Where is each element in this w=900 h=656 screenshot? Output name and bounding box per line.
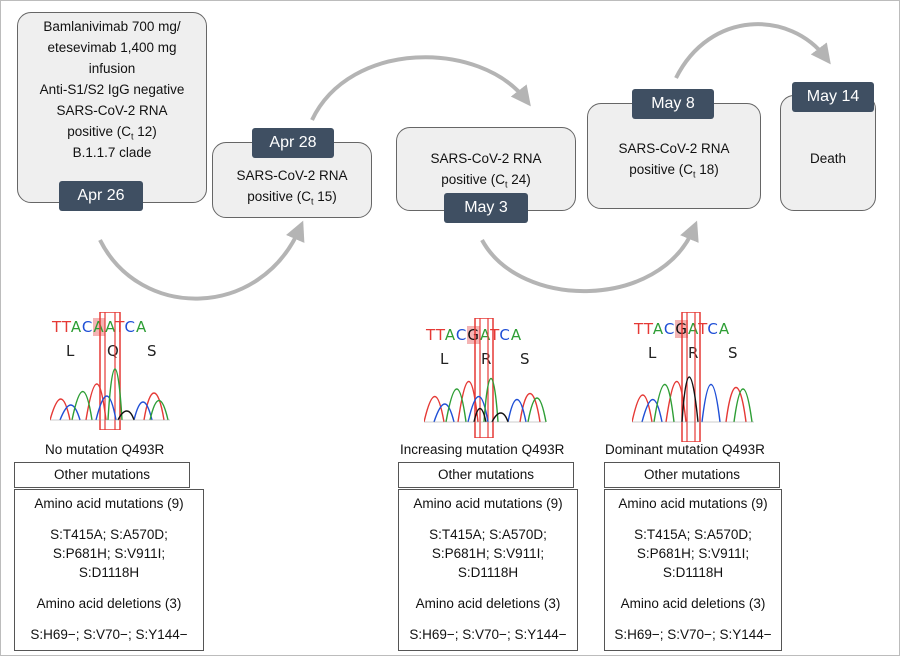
arrow-may3-may8 — [480, 220, 699, 293]
trace-plot — [50, 312, 170, 430]
aa-deletions-title: Amino acid deletions (3) — [36, 596, 182, 611]
base-letter: A — [688, 320, 699, 338]
date-badge-may8: May 8 — [632, 89, 714, 119]
box-line-ct: positive (Ct 18) — [629, 162, 719, 180]
base-letter: A — [93, 318, 106, 336]
amino-acid-label: R — [688, 344, 699, 362]
aa-mutations-title: Amino acid mutations (9) — [413, 496, 563, 511]
box-line: SARS-CoV-2 RNA — [236, 168, 348, 183]
sequence-text: TTACGATCA — [634, 320, 730, 338]
box-line: SARS-CoV-2 RNA — [430, 151, 542, 166]
base-letter: C — [663, 320, 676, 338]
base-letter: T — [61, 318, 71, 336]
other-mutations-header: Other mutations — [398, 462, 574, 488]
mutations-panel-3: Amino acid mutations (9) S:T415A; S:A570… — [604, 489, 782, 651]
box-line: SARS-CoV-2 RNA — [618, 141, 730, 156]
base-letter: T — [643, 320, 653, 338]
box-line-ct: positive (Ct 15) — [247, 189, 337, 207]
box-line-ct: positive (Ct 12) — [67, 124, 157, 142]
amino-acid-label: S — [520, 350, 530, 368]
base-letter: A — [510, 326, 523, 344]
base-letter: A — [652, 320, 664, 338]
base-letter: T — [426, 326, 436, 344]
date-badge-apr26: Apr 26 — [59, 181, 143, 211]
aa-deletions-title: Amino acid deletions (3) — [620, 596, 766, 611]
base-letter: G — [467, 326, 481, 344]
aa-deletions-list: S:H69−; S:V70−; S:Y144− — [30, 627, 188, 642]
other-mutations-header: Other mutations — [14, 462, 190, 488]
arrow-apr26-apr28 — [98, 220, 305, 301]
box-line: B.1.1.7 clade — [72, 145, 152, 160]
aa-deletions-list: S:H69−; S:V70−; S:Y144− — [409, 627, 567, 642]
timeline-box-apr26: Bamlanivimab 700 mg/ etesevimab 1,400 mg… — [17, 12, 207, 203]
base-letter: T — [634, 320, 644, 338]
chromatogram-caption: Dominant mutation Q493R — [605, 442, 765, 457]
chromatogram-caption: No mutation Q493R — [45, 442, 165, 457]
mutations-panel-1: Amino acid mutations (9) S:T415A; S:A570… — [14, 489, 204, 651]
aa-mutations-title: Amino acid mutations (9) — [618, 496, 768, 511]
trace-plot — [424, 318, 547, 438]
sequence-text: TTACGATCA — [426, 326, 522, 344]
base-letter: T — [490, 326, 500, 344]
box-line: infusion — [88, 61, 136, 76]
date-badge-apr28: Apr 28 — [252, 128, 334, 158]
amino-acid-label: R — [481, 350, 492, 368]
base-letter: A — [480, 326, 491, 344]
amino-acid-label: S — [728, 344, 738, 362]
box-line: Bamlanivimab 700 mg/ — [43, 19, 181, 34]
date-badge-may3: May 3 — [444, 193, 528, 223]
amino-acid-label: Q — [107, 342, 119, 360]
arrow-apr28-may3 — [310, 55, 531, 121]
aa-mutations-list: S:T415A; S:A570D; S:P681H; S:V911I; S:D1… — [50, 527, 168, 580]
amino-acid-label: L — [648, 344, 657, 362]
base-letter: T — [698, 320, 708, 338]
base-letter: C — [124, 318, 136, 336]
timeline-box-may14: Death — [780, 95, 876, 211]
aa-mutations-list: S:T415A; S:A570D; S:P681H; S:V911I; S:D1… — [634, 527, 752, 580]
box-line: Anti-S1/S2 IgG negative — [39, 82, 185, 97]
amino-acid-label: S — [147, 342, 157, 360]
base-letter: A — [444, 326, 456, 344]
base-letter: A — [718, 320, 731, 338]
mutations-panel-2: Amino acid mutations (9) S:T415A; S:A570… — [398, 489, 578, 651]
base-letter: C — [499, 326, 511, 344]
aa-mutations-list: S:T415A; S:A570D; S:P681H; S:V911I; S:D1… — [429, 527, 547, 580]
base-letter: A — [105, 318, 116, 336]
base-letter: T — [435, 326, 445, 344]
timeline-box-may8: SARS-CoV-2 RNA positive (Ct 18) — [587, 103, 761, 209]
amino-acid-label: L — [440, 350, 449, 368]
amino-acid-label: L — [66, 342, 75, 360]
base-letter: A — [135, 318, 148, 336]
aa-deletions-list: S:H69−; S:V70−; S:Y144− — [614, 627, 772, 642]
arrow-may8-may14 — [674, 22, 831, 79]
date-badge-may14: May 14 — [792, 82, 874, 112]
box-line: etesevimab 1,400 mg — [47, 40, 177, 55]
base-letter: C — [81, 318, 94, 336]
trace-plot — [632, 312, 754, 442]
box-line: Death — [809, 151, 847, 166]
box-line-ct: positive (Ct 24) — [441, 172, 531, 190]
box-line: SARS-CoV-2 RNA — [56, 103, 168, 118]
aa-deletions-title: Amino acid deletions (3) — [415, 596, 561, 611]
base-letter: C — [455, 326, 468, 344]
aa-mutations-title: Amino acid mutations (9) — [34, 496, 184, 511]
base-letter: T — [52, 318, 62, 336]
other-mutations-header: Other mutations — [604, 462, 780, 488]
base-letter: C — [707, 320, 719, 338]
base-letter: A — [70, 318, 82, 336]
chromatogram-caption: Increasing mutation Q493R — [400, 442, 565, 457]
